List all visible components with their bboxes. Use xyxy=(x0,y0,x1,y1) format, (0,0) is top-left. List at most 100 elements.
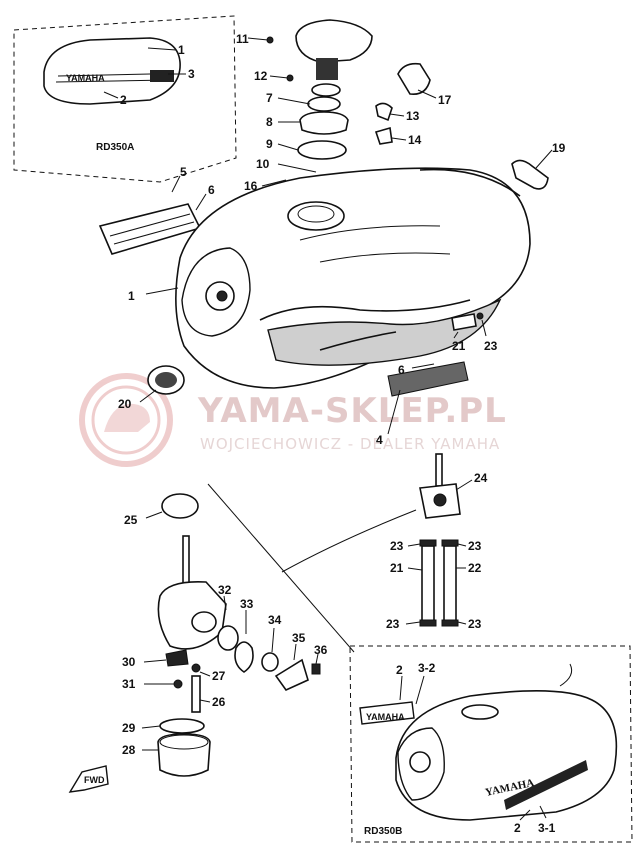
callout-24: 24 xyxy=(474,471,488,485)
callout-2-inset: 2 xyxy=(120,93,127,107)
petcock-body xyxy=(157,580,227,650)
petcock-exploded: 25 32 33 34 35 36 30 31 27 26 29 xyxy=(68,493,328,793)
inset-rd350b-border xyxy=(349,645,633,843)
watermark-title: YAMA-SKLEP.PL xyxy=(197,391,507,431)
callout-3-2: 3-2 xyxy=(418,661,436,675)
callout-11: 11 xyxy=(236,32,249,46)
tank-emblem-4 xyxy=(387,361,469,397)
fuel-tank-main: 1 xyxy=(128,167,531,389)
callout-6b: 6 xyxy=(398,363,405,377)
inset-model-label: RD350A xyxy=(96,142,134,153)
cap-washer-12 xyxy=(311,83,341,97)
callout-2c: 2 xyxy=(514,821,521,835)
callout-23b: 23 xyxy=(390,539,404,553)
spring-33 xyxy=(234,641,254,673)
cup-28 xyxy=(157,733,211,777)
callout-1-main: 1 xyxy=(128,289,135,303)
callout-16: 16 xyxy=(244,179,258,193)
callout-23d: 23 xyxy=(386,617,400,631)
callout-23c: 23 xyxy=(468,539,482,553)
fuel-petcock-assembly: 24 23 23 21 22 23 23 xyxy=(386,453,488,631)
callout-35: 35 xyxy=(292,631,306,645)
leader-connector xyxy=(281,509,417,573)
callout-2b: 2 xyxy=(396,663,403,677)
damper-19 xyxy=(511,159,549,190)
callout-33: 33 xyxy=(240,597,254,611)
callout-13: 13 xyxy=(406,109,420,123)
grommet-17 xyxy=(397,62,431,96)
gasket-32 xyxy=(217,625,239,651)
inset-b-stripe xyxy=(504,760,588,810)
cap-gasket-9 xyxy=(297,140,347,160)
lever-35 xyxy=(274,658,309,692)
cap-washer-7 xyxy=(307,96,341,112)
clip-14 xyxy=(374,126,393,145)
inset-b-model-label: RD350B xyxy=(364,826,402,837)
fuel-cap xyxy=(295,19,373,63)
seal-34 xyxy=(261,652,279,672)
callout-3-inset: 3 xyxy=(188,67,195,81)
inset-tank-outline xyxy=(43,37,181,105)
inset-stripe-dark xyxy=(150,70,174,82)
watermark: YAMA-SKLEP.PL WOJCIECHOWICZ - DEALER YAM… xyxy=(79,373,507,467)
callout-22: 22 xyxy=(468,561,482,575)
front-arrow-icon: FWD xyxy=(68,765,109,793)
callout-21: 21 xyxy=(452,339,466,353)
bracket-21 xyxy=(451,313,477,331)
petcock-pipe xyxy=(435,453,443,487)
callout-4: 4 xyxy=(376,433,383,447)
washer-27 xyxy=(191,663,201,673)
callout-31: 31 xyxy=(122,677,136,691)
callout-9: 9 xyxy=(266,137,273,151)
inset-b-tank-outline xyxy=(395,690,618,821)
callout-36: 36 xyxy=(314,643,328,657)
callout-12: 12 xyxy=(254,69,268,83)
clip-13 xyxy=(375,102,393,122)
callout-30: 30 xyxy=(122,655,136,669)
screw-36 xyxy=(311,663,321,675)
watermark-logo-icon xyxy=(79,373,173,467)
watermark-subtitle: WOJCIECHOWICZ - DEALER YAMAHA xyxy=(200,435,500,453)
tank-emblems: 20 4 6 xyxy=(118,361,469,447)
filter-26 xyxy=(191,675,201,713)
callout-19: 19 xyxy=(552,141,566,155)
callout-1-inset: 1 xyxy=(178,43,185,57)
callout-28: 28 xyxy=(122,743,136,757)
inset-b-filler xyxy=(461,704,499,720)
front-arrow-label: FWD xyxy=(84,775,105,785)
inset-rd350a-border xyxy=(13,15,237,183)
callout-27: 27 xyxy=(212,669,226,683)
callout-34: 34 xyxy=(268,613,282,627)
callout-8: 8 xyxy=(266,115,273,129)
cap-body-8 xyxy=(299,111,349,135)
hose-21 xyxy=(421,545,435,623)
exploded-boundary xyxy=(207,483,355,653)
tank-bracket: 21 23 xyxy=(451,312,498,353)
inset-decal-text: YAMAHA xyxy=(66,73,105,83)
callout-20: 20 xyxy=(118,397,132,411)
callout-32: 32 xyxy=(218,583,232,597)
callout-25: 25 xyxy=(124,513,138,527)
callout-29: 29 xyxy=(122,721,136,735)
callout-6: 6 xyxy=(208,183,215,197)
screw-31 xyxy=(173,679,183,689)
callout-14: 14 xyxy=(408,133,422,147)
fuel-cap-assembly: 11 12 7 8 9 10 xyxy=(236,19,373,173)
callout-10: 10 xyxy=(256,157,270,171)
callout-21b: 21 xyxy=(390,561,404,575)
hose-22 xyxy=(443,545,457,623)
inset-rd350b: YAMAHA YAMAHA 2 3-2 2 3-1 RD350B xyxy=(349,645,633,843)
inset-rd350a: YAMAHA RD350A 1 3 2 xyxy=(13,15,237,183)
callout-23a: 23 xyxy=(484,339,498,353)
fuel-tank-body xyxy=(175,167,531,389)
inset-b-emblem xyxy=(359,701,415,725)
lever-30 xyxy=(165,649,189,667)
callout-5: 5 xyxy=(180,165,187,179)
callout-23e: 23 xyxy=(468,617,482,631)
oring-25 xyxy=(161,493,199,519)
callout-7: 7 xyxy=(266,91,273,105)
cap-spring xyxy=(316,58,338,80)
callout-26: 26 xyxy=(212,695,226,709)
callout-17: 17 xyxy=(438,93,452,107)
